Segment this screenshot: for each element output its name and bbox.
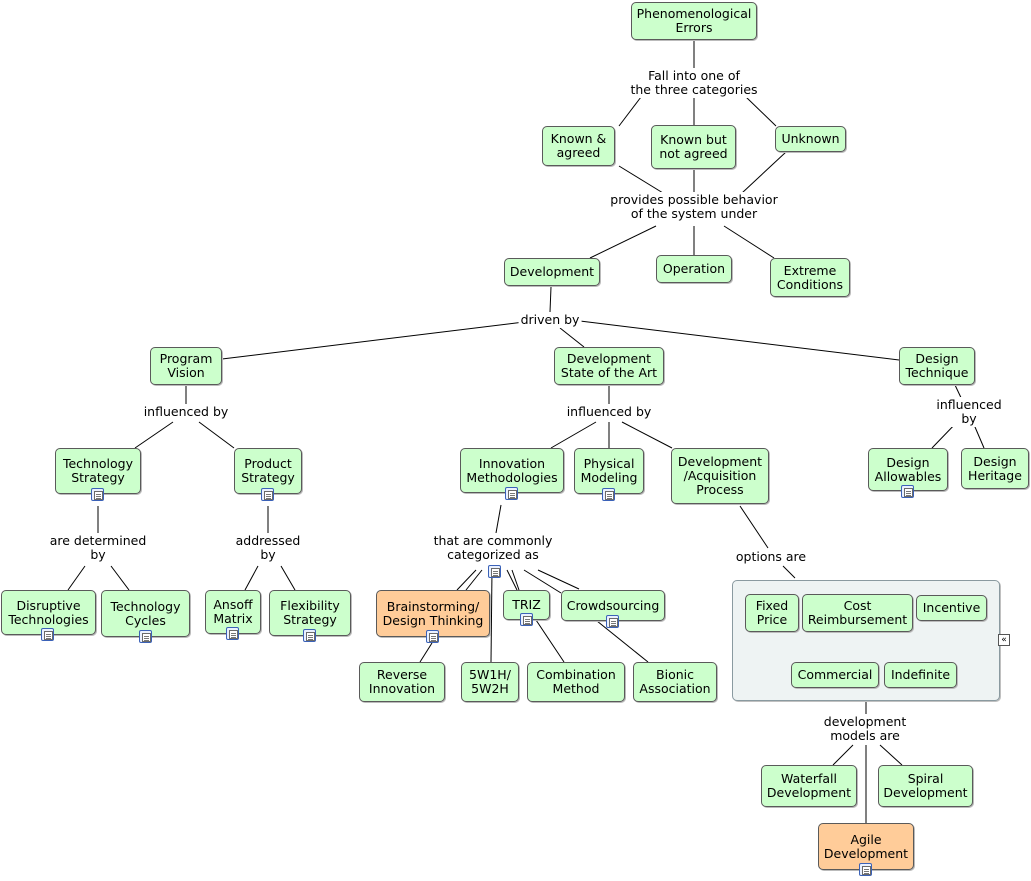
concept-known-not-agreed[interactable]: Known but not agreed xyxy=(651,125,736,169)
concept-design-heritage[interactable]: Design Heritage xyxy=(961,448,1029,489)
concept-design-allowables[interactable]: Design Allowables xyxy=(868,448,948,491)
link-influenced-by-vision: influenced by xyxy=(141,404,231,420)
document-list-icon[interactable] xyxy=(520,613,533,626)
document-list-icon[interactable] xyxy=(488,565,501,578)
concept-commercial[interactable]: Commercial xyxy=(791,662,879,688)
document-list-icon[interactable] xyxy=(261,488,274,501)
concept-fixed-price[interactable]: Fixed Price xyxy=(745,594,799,632)
concept-known-agreed[interactable]: Known & agreed xyxy=(542,126,615,166)
document-list-icon[interactable] xyxy=(139,630,152,643)
document-list-icon[interactable] xyxy=(226,627,239,640)
link-are-determined-by: are determined by xyxy=(47,533,149,563)
concept-operation[interactable]: Operation xyxy=(656,255,732,283)
collapse-left-icon[interactable]: « xyxy=(998,634,1010,646)
document-list-icon[interactable] xyxy=(505,487,518,500)
concept-combination-method[interactable]: Combination Method xyxy=(527,662,625,702)
document-list-icon[interactable] xyxy=(602,488,615,501)
link-commonly-categorized: that are commonly categorized as xyxy=(431,533,555,563)
concept-development-acquisition-process[interactable]: Development /Acquisition Process xyxy=(671,448,769,504)
link-fall-into: Fall into one of the three categories xyxy=(628,68,760,98)
link-driven-by: driven by xyxy=(518,312,582,328)
link-options-are: options are xyxy=(733,549,809,565)
concept-reverse-innovation[interactable]: Reverse Innovation xyxy=(359,662,445,702)
concept-extreme-conditions[interactable]: Extreme Conditions xyxy=(770,258,850,297)
concept-technology-cycles[interactable]: Technology Cycles xyxy=(101,590,190,637)
concept-ansoff-matrix[interactable]: Ansoff Matrix xyxy=(205,590,261,634)
concept-physical-modeling[interactable]: Physical Modeling xyxy=(574,448,644,494)
link-development-models: development models are xyxy=(821,714,909,744)
link-influenced-by-technique: influenced by xyxy=(934,397,1004,427)
concept-unknown[interactable]: Unknown xyxy=(775,126,846,152)
concept-indefinite[interactable]: Indefinite xyxy=(884,662,957,688)
concept-development-state-of-art[interactable]: Development State of the Art xyxy=(554,347,664,385)
document-list-icon[interactable] xyxy=(426,630,439,643)
concept-waterfall-development[interactable]: Waterfall Development xyxy=(761,765,857,807)
link-provides: provides possible behavior of the system… xyxy=(608,192,780,222)
concept-design-technique[interactable]: Design Technique xyxy=(899,347,975,385)
concept-incentive[interactable]: Incentive xyxy=(916,595,987,621)
concept-innovation-methodologies[interactable]: Innovation Methodologies xyxy=(460,448,564,493)
concept-cost-reimbursement[interactable]: Cost Reimbursement xyxy=(802,594,913,632)
document-list-icon[interactable] xyxy=(91,488,104,501)
document-list-icon[interactable] xyxy=(303,629,316,642)
concept-agile-development[interactable]: Agile Development xyxy=(818,823,914,870)
document-list-icon[interactable] xyxy=(41,628,54,641)
document-list-icon[interactable] xyxy=(901,485,914,498)
concept-program-vision[interactable]: Program Vision xyxy=(150,347,222,385)
link-influenced-by-state: influenced by xyxy=(564,404,654,420)
concept-disruptive-technologies[interactable]: Disruptive Technologies xyxy=(1,590,96,635)
link-addressed-by: addressed by xyxy=(233,533,303,563)
concept-5w1h-5w2h[interactable]: 5W1H/ 5W2H xyxy=(461,662,519,702)
concept-brainstorming-design-thinking[interactable]: Brainstorming/ Design Thinking xyxy=(376,590,490,637)
concept-product-strategy[interactable]: Product Strategy xyxy=(234,448,302,494)
concept-spiral-development[interactable]: Spiral Development xyxy=(878,765,973,807)
concept-bionic-association[interactable]: Bionic Association xyxy=(633,662,717,702)
document-list-icon[interactable] xyxy=(606,615,619,628)
document-list-icon[interactable] xyxy=(859,863,872,876)
concept-development[interactable]: Development xyxy=(504,258,600,286)
concept-phenomenological-errors[interactable]: Phenomenological Errors xyxy=(631,2,757,40)
